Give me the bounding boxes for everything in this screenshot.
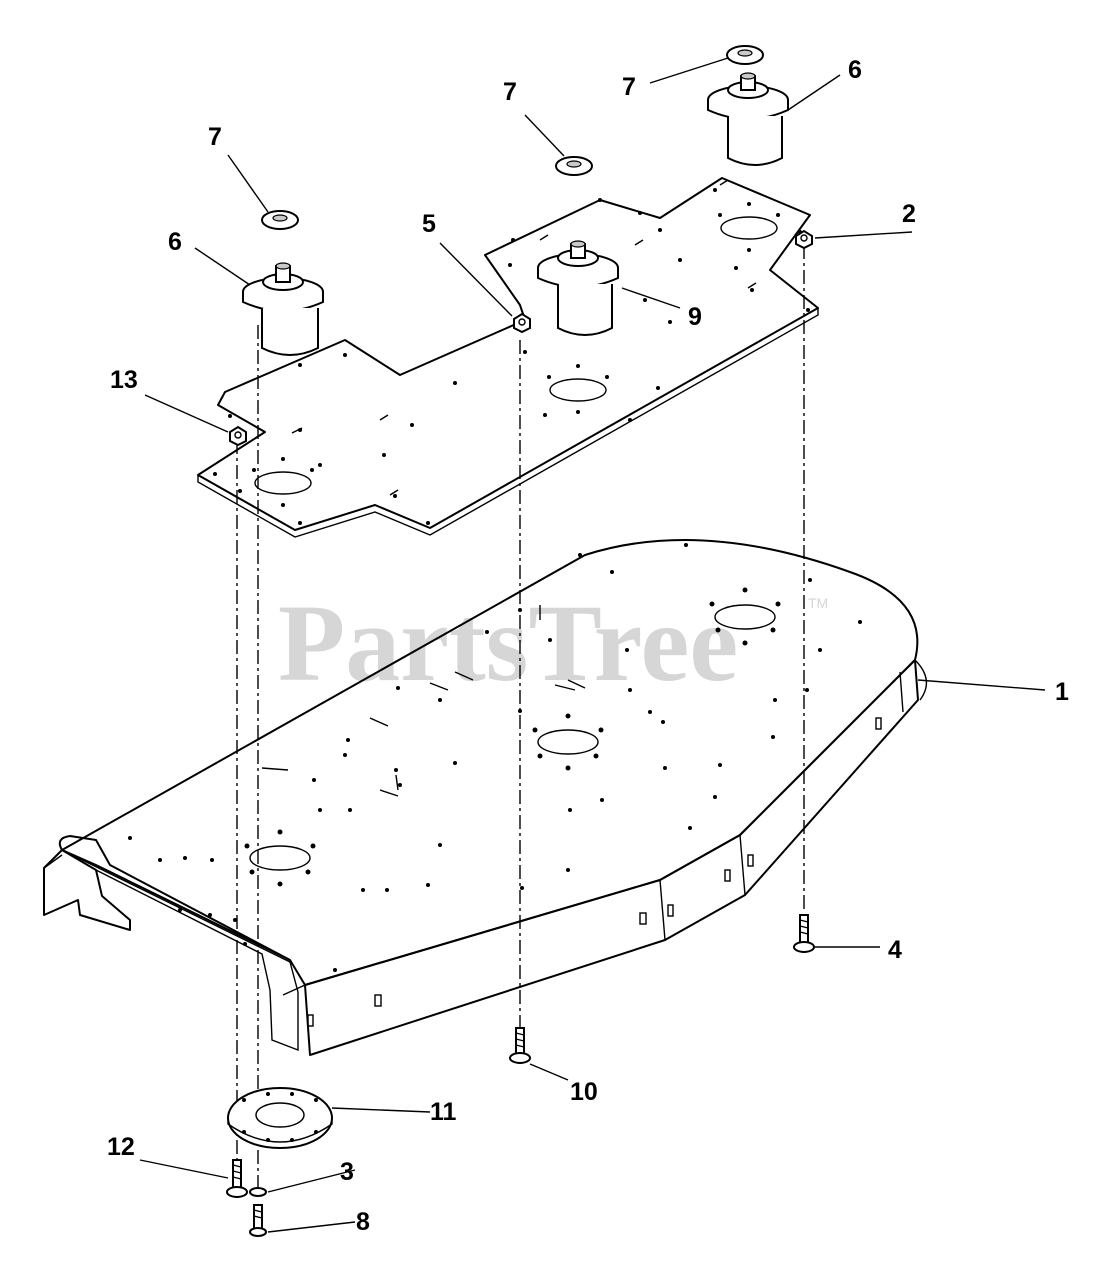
mower-deck-housing <box>43 538 1046 1056</box>
alignment-centerlines <box>236 245 805 1195</box>
washer-left <box>261 210 299 230</box>
callout-2: 2 <box>902 200 916 228</box>
callout-7-left: 7 <box>208 123 222 151</box>
spindle-assembly-center <box>537 240 619 336</box>
callout-13: 13 <box>110 366 138 394</box>
callout-4: 4 <box>888 936 902 964</box>
washer-center <box>555 156 593 176</box>
callout-8: 8 <box>356 1208 370 1236</box>
top-mounting-plate <box>197 177 819 538</box>
callout-3: 3 <box>340 1158 354 1186</box>
bolt-bottom <box>249 1204 267 1237</box>
washer-right <box>726 45 764 65</box>
callout-9: 9 <box>688 303 702 331</box>
hex-nut-left <box>229 425 247 447</box>
hex-nut-center <box>513 312 531 334</box>
bolt-center <box>509 1027 531 1064</box>
spindle-assembly-left <box>242 262 324 356</box>
callout-6-left: 6 <box>168 228 182 256</box>
hex-nut-right <box>795 229 813 250</box>
leader-lines <box>139 57 913 1233</box>
spindle-assembly-right <box>707 72 789 166</box>
callout-10: 10 <box>570 1078 598 1106</box>
callout-11: 11 <box>430 1098 457 1126</box>
watermark-text: PartsTree <box>278 582 738 704</box>
callout-labels: 1 2 3 4 5 6 6 7 7 7 8 9 10 11 12 13 <box>107 56 1069 1236</box>
callout-1: 1 <box>1055 678 1069 706</box>
watermark-tm: TM <box>808 595 828 611</box>
bolt-right <box>793 914 815 953</box>
bearing-plate <box>227 1087 333 1149</box>
watermark: PartsTree TM <box>278 582 828 704</box>
callout-12: 12 <box>107 1133 135 1161</box>
callout-7-right: 7 <box>622 73 636 101</box>
lock-washer <box>249 1187 267 1197</box>
bolt-left <box>226 1159 248 1198</box>
callout-6-right: 6 <box>848 56 862 84</box>
callout-7-center: 7 <box>503 78 517 106</box>
callout-5: 5 <box>422 210 436 238</box>
